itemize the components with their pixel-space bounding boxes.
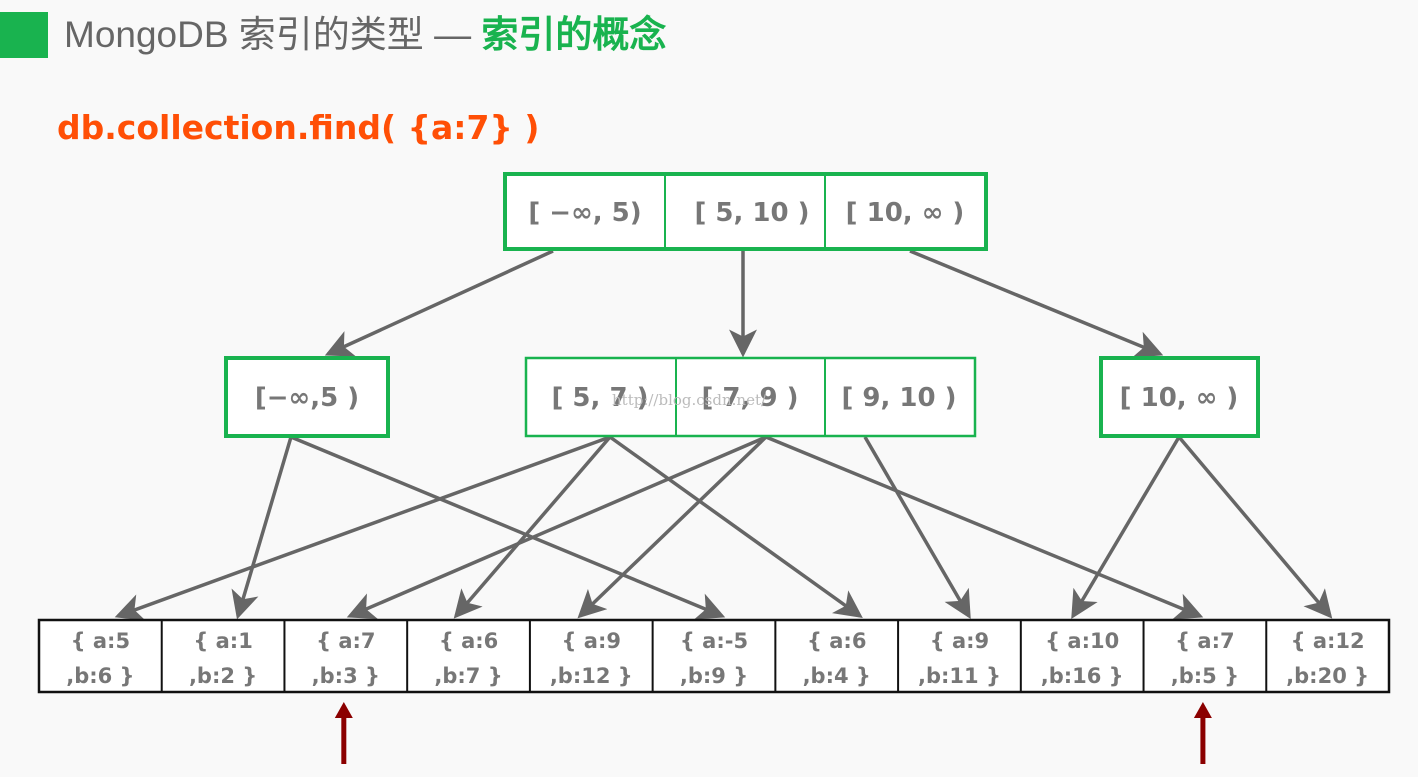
document-cell-line2: ,b:20 } [1286,664,1369,688]
document-cell-line1: { a:1 [193,629,252,653]
pointer-edge [324,249,554,357]
pointer-edge [453,435,612,619]
document-cell-line1: { a:12 [1291,629,1365,653]
document-cell-line1: { a:7 [316,629,375,653]
root-node: [ −∞, 5) [ 5, 10 ) [ 10, ∞ ) [503,172,988,251]
pointer-edge [863,436,971,620]
title-accent-bar [0,12,48,58]
level1-node-middle: [ 5, 7 ) [ 7, 9 ) [ 9, 10 ) http://blog.… [524,356,977,438]
root-key: [ −∞, 5) [528,198,641,228]
root-key: [ 5, 10 ) [694,198,809,228]
document-cell-line2: ,b:12 } [550,664,633,688]
root-node-box [503,172,988,251]
pointer-edge [1177,435,1333,619]
match-arrows [334,702,1212,764]
documents-frame [37,618,1391,694]
watermark: http://blog.csdn.net/ [612,391,767,409]
title-main: MongoDB 索引的类型 — [64,14,482,55]
document-cell-line1: { a:7 [1175,629,1234,653]
pointer-edge [765,435,1204,620]
page-title: MongoDB 索引的类型 — 索引的概念 [64,12,666,58]
pointer-edge [346,435,767,620]
document-cell-line2: ,b:6 } [66,664,134,688]
pointer-edge [577,435,768,619]
documents-row: { a:5 ,b:6 } { a:1 ,b:2 } { a:7 ,b:3 } { a:6 ,b… [37,618,1391,694]
match-arrow-head [1193,702,1212,718]
document-cell-line1: { a:-5 [680,629,748,653]
level1-node-right: [ 10, ∞ ) [1099,356,1260,438]
pointer-edge [909,249,1164,358]
pointer-edge [1071,436,1181,620]
level1-node-box [1099,356,1260,438]
root-key: [ 10, ∞ ) [846,198,965,228]
level1-node-box [524,356,977,438]
query-text: db.collection.find( {a:7} ) [57,108,540,147]
document-cell-line1: { a:9 [930,629,989,653]
document-cell-line2: ,b:11 } [918,664,1001,688]
document-cell-line2: ,b:2 } [189,664,257,688]
document-cell-line1: { a:6 [439,629,498,653]
level1-key: [ 10, ∞ ) [1120,383,1239,413]
document-cell-line1: { a:5 [71,629,130,653]
document-cell-line1: { a:10 [1045,629,1119,653]
edges-layer [114,249,1333,621]
pointer-edge [231,436,293,620]
level1-key: [−∞,5 ) [255,383,359,413]
document-cell-line2: ,b:9 } [680,664,748,688]
match-arrow-head [334,702,353,718]
document-cell-line2: ,b:16 } [1041,664,1124,688]
pointer-edge [290,435,726,620]
pointer-edge [114,435,611,621]
pointer-edge [608,435,863,619]
level1-node-box [224,356,390,438]
document-cell-line2: ,b:5 } [1171,664,1239,688]
title-highlight: 索引的概念 [481,14,667,55]
document-cell-line2: ,b:3 } [312,664,380,688]
level1-key: [ 5, 7 ) [552,383,649,413]
document-cell-line1: { a:6 [807,629,866,653]
document-cell-line1: { a:9 [562,629,621,653]
level1-key: [ 9, 10 ) [841,383,956,413]
document-cell-line2: ,b:7 } [434,664,502,688]
document-cell-line2: ,b:4 } [803,664,871,688]
level1-key: [ 7, 9 ) [702,383,799,413]
level1-node-left: [−∞,5 ) [224,356,390,438]
